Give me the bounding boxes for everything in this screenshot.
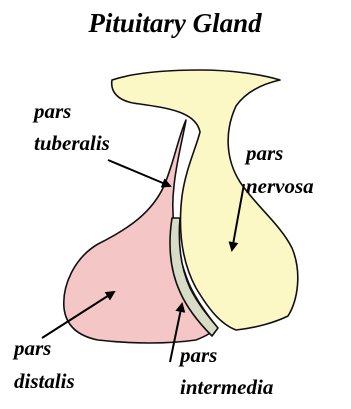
pars-tuberalis-label-line1: pars (32, 99, 71, 123)
pars-nervosa-label-line1: pars (244, 141, 283, 165)
label-pars-intermedia: pars intermedia (178, 343, 273, 399)
pars-nervosa-label-line2: nervosa (246, 174, 314, 198)
pars-tuberalis-leader (108, 160, 170, 186)
pars-distalis-label-line1: pars (12, 336, 51, 360)
pars-tuberalis-label-line2: tuberalis (34, 131, 110, 155)
pars-intermedia-label-line2: intermedia (180, 375, 273, 399)
pars-intermedia-label-line1: pars (178, 343, 217, 367)
diagram-title: Pituitary Gland (87, 8, 262, 38)
pars-distalis-label-line2: distalis (14, 369, 75, 393)
label-pars-distalis: pars distalis (12, 336, 75, 393)
label-pars-tuberalis: pars tuberalis (32, 99, 110, 155)
label-pars-nervosa: pars nervosa (244, 141, 314, 198)
